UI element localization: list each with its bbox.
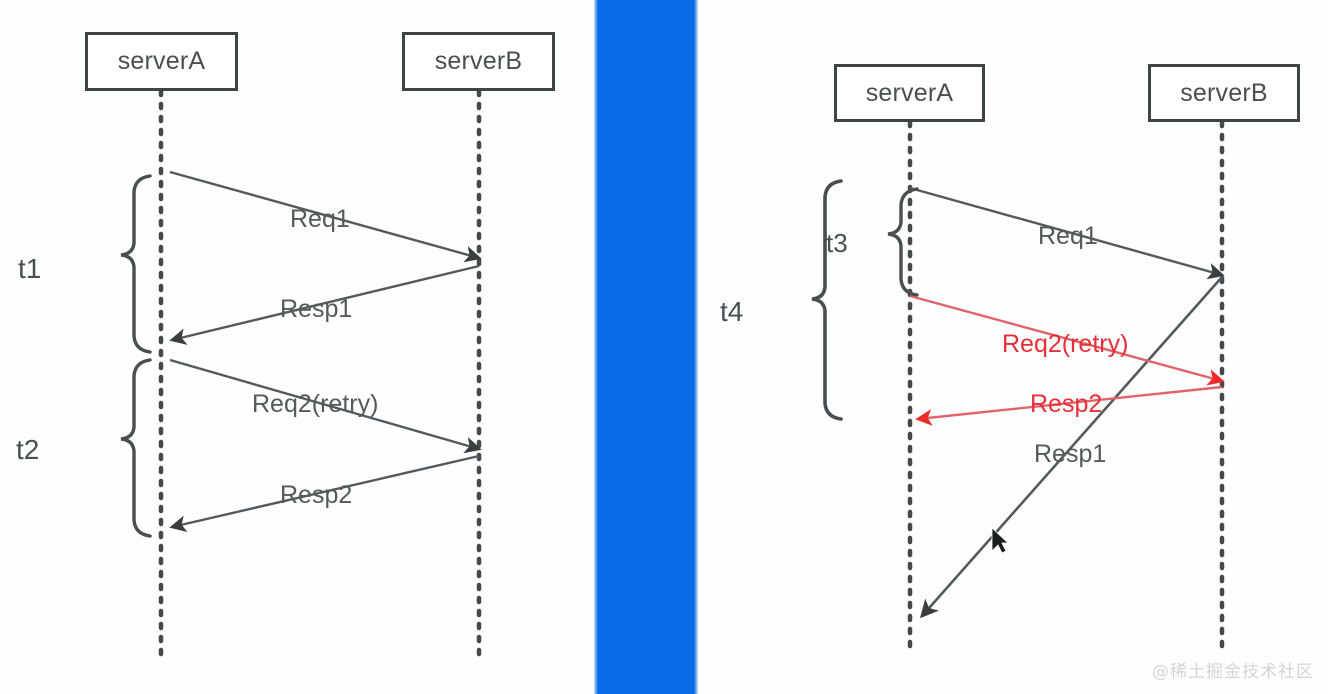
message-label-resp2: Resp2	[1030, 390, 1103, 418]
message-label-req2: Req2(retry)	[252, 390, 379, 418]
time-brace-t4	[811, 179, 843, 421]
participant-box-serverB[interactable]: serverB	[1148, 64, 1300, 122]
time-brace-t2	[120, 358, 152, 538]
left-sequence-diagram-panel: serverA serverB Req1 Resp1 Req2(retry) R…	[0, 0, 594, 694]
message-label-req1: Req1	[290, 205, 350, 233]
message-arrow-req2	[169, 358, 482, 454]
mouse-cursor-icon	[991, 527, 1010, 554]
participant-box-serverB[interactable]: serverB	[402, 32, 555, 91]
message-label-req2-retry: Req2(retry)	[1002, 330, 1129, 358]
time-label-t4: t4	[720, 296, 744, 327]
message-arrow-resp2	[915, 385, 1223, 426]
participant-label-serverB: serverB	[434, 47, 523, 75]
watermark-text: @稀土掘金技术社区	[1152, 662, 1314, 682]
message-arrow-resp2	[169, 454, 480, 533]
time-label-t2: t2	[16, 434, 40, 465]
right-panel-vector-layer	[811, 119, 1225, 653]
time-label-t3: t3	[826, 228, 848, 258]
time-label-t1: t1	[18, 253, 42, 284]
message-label-resp1: Resp1	[1034, 440, 1107, 468]
left-panel-vector-layer	[120, 88, 482, 663]
participant-label-serverA: serverA	[117, 47, 206, 75]
participant-label-serverB: serverB	[1180, 78, 1268, 107]
message-label-resp1: Resp1	[280, 295, 353, 323]
time-brace-t3	[887, 187, 919, 297]
participant-box-serverA[interactable]: serverA	[834, 64, 985, 122]
message-arrow-req1	[169, 170, 482, 263]
message-arrow-resp1	[169, 264, 480, 345]
blue-divider-bar	[594, 0, 698, 694]
participant-label-serverA: serverA	[865, 78, 954, 107]
message-label-resp2: Resp2	[280, 481, 353, 509]
participant-box-serverA[interactable]: serverA	[85, 32, 238, 91]
right-sequence-diagram-panel: serverA serverB Req1 Req2(retry) Resp2 R…	[700, 0, 1328, 694]
divider-right-edge	[694, 0, 698, 694]
message-arrow-resp1	[919, 276, 1223, 619]
time-brace-t1	[120, 174, 152, 354]
message-arrow-req1	[909, 186, 1225, 280]
message-label-req1: Req1	[1038, 222, 1098, 250]
divider-left-edge	[594, 0, 598, 694]
message-arrow-req2-retry	[909, 294, 1225, 386]
